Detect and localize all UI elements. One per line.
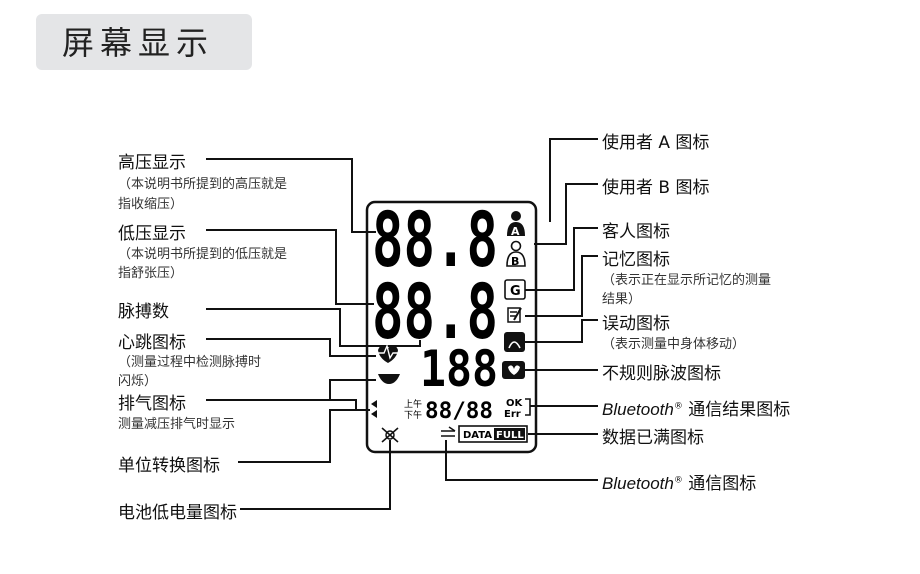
motion-label: 误动图标 (602, 314, 670, 334)
unit-switch-icon (371, 400, 377, 418)
title-background (36, 14, 252, 70)
bluetooth-result-label: Bluetooth® 通信结果图标 (602, 395, 790, 420)
full-text: FULL (496, 430, 524, 441)
unit-switch-label: 单位转换图标 (118, 456, 220, 476)
ok-label: OK (506, 398, 524, 409)
guest-icon: G (510, 284, 521, 299)
exhaust-label: 排气图标 (118, 394, 186, 414)
user-b-label: 使用者 B 图标 (602, 178, 710, 198)
bluetooth-result-text: 通信结果图标 (682, 400, 791, 420)
bluetooth-comm-icon (441, 426, 456, 437)
bluetooth-comm-text: 通信图标 (682, 474, 757, 494)
pulse-digits: 188 (420, 340, 498, 398)
systolic-note-1: （本说明书所提到的高压就是 (118, 177, 288, 192)
memory-icon (507, 307, 522, 323)
svg-text:A: A (511, 225, 520, 238)
user-b-icon (506, 240, 526, 267)
data-text: DATA (463, 430, 492, 441)
leader-lines-left (206, 158, 421, 510)
bluetooth-comm-reg: ® (673, 475, 683, 486)
systolic-label: 高压显示 (118, 153, 186, 173)
exhaust-icon (378, 374, 400, 384)
diastolic-note-1: （本说明书所提到的低压就是 (118, 247, 288, 262)
page-title: 屏幕显示 (62, 24, 215, 62)
diastolic-note-2: 指舒张压） (118, 266, 184, 281)
heartbeat-note-1: （测量过程中检测脉搏时 (118, 355, 262, 370)
motion-note-1: （表示测量中身体移动） (602, 337, 746, 352)
memory-note-1: （表示正在显示所记忆的测量 (602, 273, 772, 288)
leader-lines-right (445, 138, 598, 481)
heartbeat-note-2: 闪烁） (118, 374, 158, 389)
bluetooth-comm-brand: Bluetooth (602, 474, 674, 493)
memory-label: 记忆图标 (602, 250, 670, 270)
user-a-icon: A (507, 211, 525, 238)
systolic-note-2: 指收缩压） (118, 197, 184, 212)
heartbeat-label: 心跳图标 (118, 333, 186, 353)
diastolic-digits: 88.8 (372, 267, 498, 356)
irregular-pulse-label: 不规则脉波图标 (602, 364, 721, 384)
data-full-label: 数据已满图标 (602, 428, 704, 448)
guest-label: 客人图标 (602, 222, 670, 242)
ok-err-bracket (525, 398, 531, 416)
guest-icon-box (504, 279, 526, 300)
bluetooth-comm-label: Bluetooth® 通信图标 (602, 469, 756, 494)
systolic-digits: 88.8 (372, 195, 498, 284)
battery-label: 电池低电量图标 (118, 503, 237, 523)
user-b-letter: B (511, 255, 519, 268)
err-label: Err (504, 409, 521, 420)
memory-note-2: 结果） (602, 292, 642, 307)
bluetooth-result-brand: Bluetooth (602, 400, 674, 419)
irregular-pulse-heart (508, 365, 520, 375)
am-label: 上午 (404, 398, 422, 410)
pm-label: 下午 (404, 409, 422, 421)
user-a-label: 使用者 A 图标 (602, 133, 710, 153)
pulse-label: 脉搏数 (118, 302, 169, 322)
exhaust-note-1: 测量减压排气时显示 (118, 417, 236, 432)
time-digits: 88/88 (425, 399, 493, 424)
data-full-icon (458, 425, 528, 443)
bluetooth-result-reg: ® (673, 401, 683, 412)
battery-low-icon (381, 427, 399, 443)
diastolic-label: 低压显示 (118, 224, 186, 244)
motion-icon-figure (508, 341, 521, 349)
lcd-frame (365, 200, 538, 454)
heartbeat-icon (378, 345, 398, 363)
